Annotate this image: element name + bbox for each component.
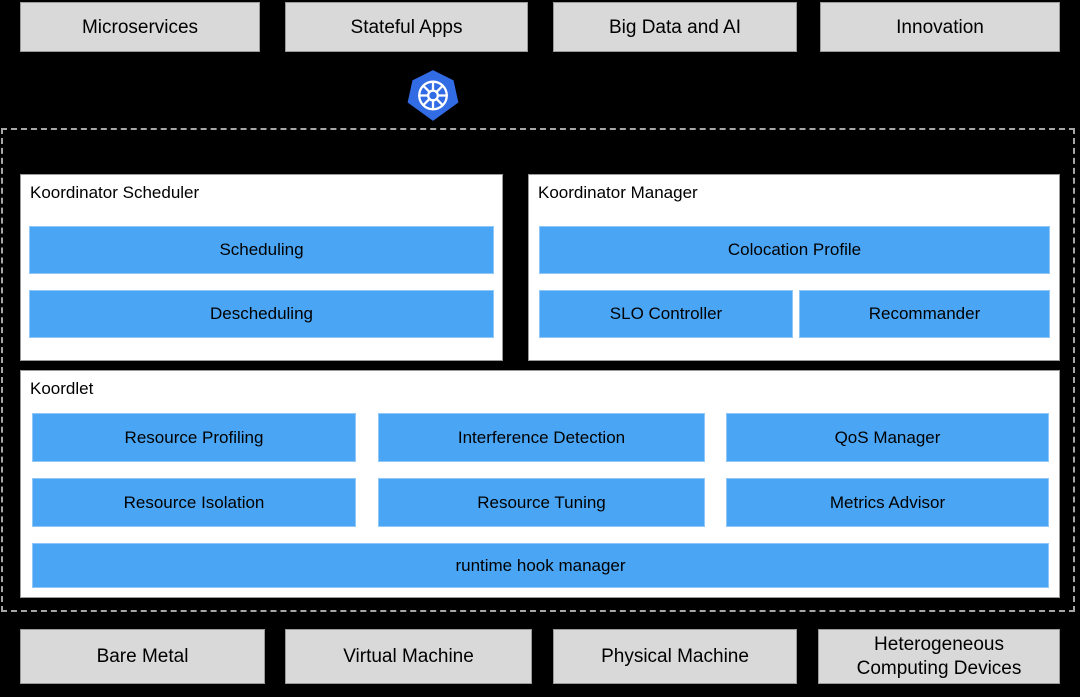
component-descheduling[interactable]: Descheduling [29,290,494,338]
infra-box-virtual-machine[interactable]: Virtual Machine [285,629,532,684]
infra-label-line-1: Heterogeneous [874,633,1004,655]
kubernetes-logo [406,68,460,124]
infra-label-line-2: Computing Devices [856,657,1022,679]
koordinator-manager-title: Koordinator Manager [538,183,698,202]
infra-box-physical-machine[interactable]: Physical Machine [553,629,797,684]
koordlet-title: Koordlet [30,379,94,398]
app-box-big-data-and-ai[interactable]: Big Data and AI [553,2,797,52]
component-metrics-advisor[interactable]: Metrics Advisor [726,478,1049,527]
component-resource-tuning[interactable]: Resource Tuning [378,478,705,527]
component-qos-manager[interactable]: QoS Manager [726,413,1049,462]
component-runtime-hook-manager[interactable]: runtime hook manager [32,543,1049,588]
koordinator-scheduler-title: Koordinator Scheduler [30,183,200,202]
component-recommander[interactable]: Recommander [799,290,1050,338]
infra-box-bare-metal[interactable]: Bare Metal [20,629,265,684]
component-resource-isolation[interactable]: Resource Isolation [32,478,356,527]
component-resource-profiling[interactable]: Resource Profiling [32,413,356,462]
component-colocation-profile[interactable]: Colocation Profile [539,226,1050,274]
app-box-stateful-apps[interactable]: Stateful Apps [285,2,528,52]
app-box-microservices[interactable]: Microservices [20,2,260,52]
component-scheduling[interactable]: Scheduling [29,226,494,274]
app-box-innovation[interactable]: Innovation [820,2,1060,52]
component-interference-detection[interactable]: Interference Detection [378,413,705,462]
infra-box-heterogeneous-computing-devices[interactable]: Heterogeneous Computing Devices [818,629,1060,684]
component-slo-controller[interactable]: SLO Controller [539,290,793,338]
kubernetes-helm-icon [407,70,459,121]
